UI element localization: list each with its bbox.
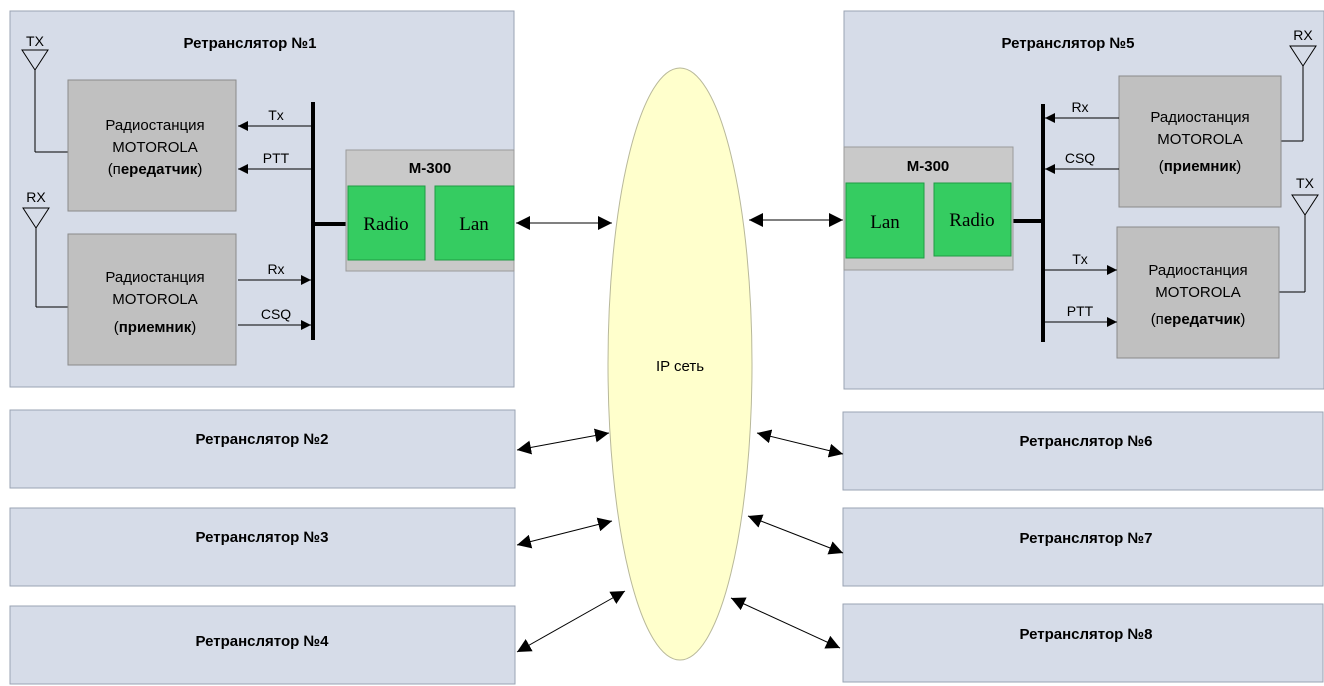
svg-text:Радиостанция: Радиостанция xyxy=(105,117,204,134)
svg-text:Tx: Tx xyxy=(268,107,284,123)
link-repeater-7 xyxy=(747,514,844,555)
lan-port xyxy=(845,182,925,259)
svg-text:Радиостанция: Радиостанция xyxy=(1148,262,1247,279)
ip-network: IP сеть xyxy=(607,67,753,661)
svg-text:(передатчик): (передатчик) xyxy=(108,161,203,178)
tx-antenna-icon xyxy=(1279,194,1319,293)
svg-text:MOTOROLA: MOTOROLA xyxy=(1155,284,1241,301)
link-repeater-3 xyxy=(516,517,613,549)
svg-text:Lan: Lan xyxy=(870,212,900,233)
svg-text:PTT: PTT xyxy=(1067,303,1094,319)
svg-text:(приемник): (приемник) xyxy=(1159,158,1241,175)
repeater-5: Ретранслятор №5 RX TX Радиостанция MOTOR… xyxy=(843,10,1324,390)
radio-transmitter-1: Радиостанция MOTOROLA (передатчик) xyxy=(67,79,237,212)
rx-antenna-icon xyxy=(1281,45,1317,142)
repeater-1: Ретранслятор №1 TX RX Радиостанция MOTOR… xyxy=(9,10,515,388)
svg-text:Радиостанция: Радиостанция xyxy=(105,269,204,286)
svg-text:MOTOROLA: MOTOROLA xyxy=(112,139,198,156)
ip-network-label: IP сеть xyxy=(656,358,704,375)
svg-text:CSQ: CSQ xyxy=(1065,150,1095,166)
m300-gateway-1: М-300 Radio Lan xyxy=(345,149,515,272)
lan-port xyxy=(434,185,515,261)
svg-text:Radio: Radio xyxy=(949,210,994,231)
link-repeater-2 xyxy=(516,428,610,455)
repeater-1-title: Ретранслятор №1 xyxy=(183,35,316,52)
svg-text:М-300: М-300 xyxy=(907,158,950,175)
rx-antenna-label: RX xyxy=(1293,27,1313,43)
svg-text:PTT: PTT xyxy=(263,150,290,166)
svg-text:CSQ: CSQ xyxy=(261,306,291,322)
repeater-4: Ретранслятор №4 xyxy=(9,605,516,685)
svg-text:Rx: Rx xyxy=(1071,99,1088,115)
link-repeater-4 xyxy=(516,590,626,653)
radio-port xyxy=(347,185,426,261)
svg-text:Radio: Radio xyxy=(363,214,408,235)
repeater-2: Ретранслятор №2 xyxy=(9,409,516,489)
svg-text:Lan: Lan xyxy=(459,214,489,235)
svg-text:Ретранслятор №7: Ретранслятор №7 xyxy=(1019,530,1152,547)
svg-text:MOTOROLA: MOTOROLA xyxy=(1157,131,1243,148)
tx-antenna-icon xyxy=(21,49,68,153)
svg-text:Ретранслятор №4: Ретранслятор №4 xyxy=(195,633,329,650)
repeater-8: Ретранслятор №8 xyxy=(842,603,1324,683)
tx-antenna-label: TX xyxy=(1296,175,1315,191)
svg-text:Радиостанция: Радиостанция xyxy=(1150,109,1249,126)
svg-text:Ретранслятор №2: Ретранслятор №2 xyxy=(195,431,328,448)
svg-text:(передатчик): (передатчик) xyxy=(1151,311,1246,328)
svg-text:Rx: Rx xyxy=(267,261,284,277)
radio-port xyxy=(933,182,1012,257)
rx-antenna-label: RX xyxy=(26,189,46,205)
repeater-6: Ретранслятор №6 xyxy=(842,411,1324,491)
svg-text:MOTOROLA: MOTOROLA xyxy=(112,291,198,308)
link-repeater-6 xyxy=(756,429,844,458)
svg-text:Ретранслятор №6: Ретранслятор №6 xyxy=(1019,433,1152,450)
svg-text:Tx: Tx xyxy=(1072,251,1088,267)
svg-text:Ретранслятор №3: Ретранслятор №3 xyxy=(195,529,328,546)
repeater-5-title: Ретранслятор №5 xyxy=(1001,35,1134,52)
radio-receiver-1: Радиостанция MOTOROLA (приемник) xyxy=(67,233,237,366)
svg-text:М-300: М-300 xyxy=(409,160,452,177)
m300-gateway-5: М-300 Lan Radio xyxy=(843,146,1014,271)
rx-antenna-icon xyxy=(22,207,68,308)
svg-text:Ретранслятор №8: Ретранслятор №8 xyxy=(1019,626,1152,643)
radio-transmitter-5: Радиостанция MOTOROLA (передатчик) xyxy=(1116,226,1280,359)
tx-antenna-label: TX xyxy=(26,33,45,49)
link-repeater-8 xyxy=(730,597,841,649)
svg-text:(приемник): (приемник) xyxy=(114,319,196,336)
repeater-3: Ретранслятор №3 xyxy=(9,507,516,587)
radio-receiver-5: Радиостанция MOTOROLA (приемник) xyxy=(1118,75,1282,208)
repeater-7: Ретранслятор №7 xyxy=(842,507,1324,587)
